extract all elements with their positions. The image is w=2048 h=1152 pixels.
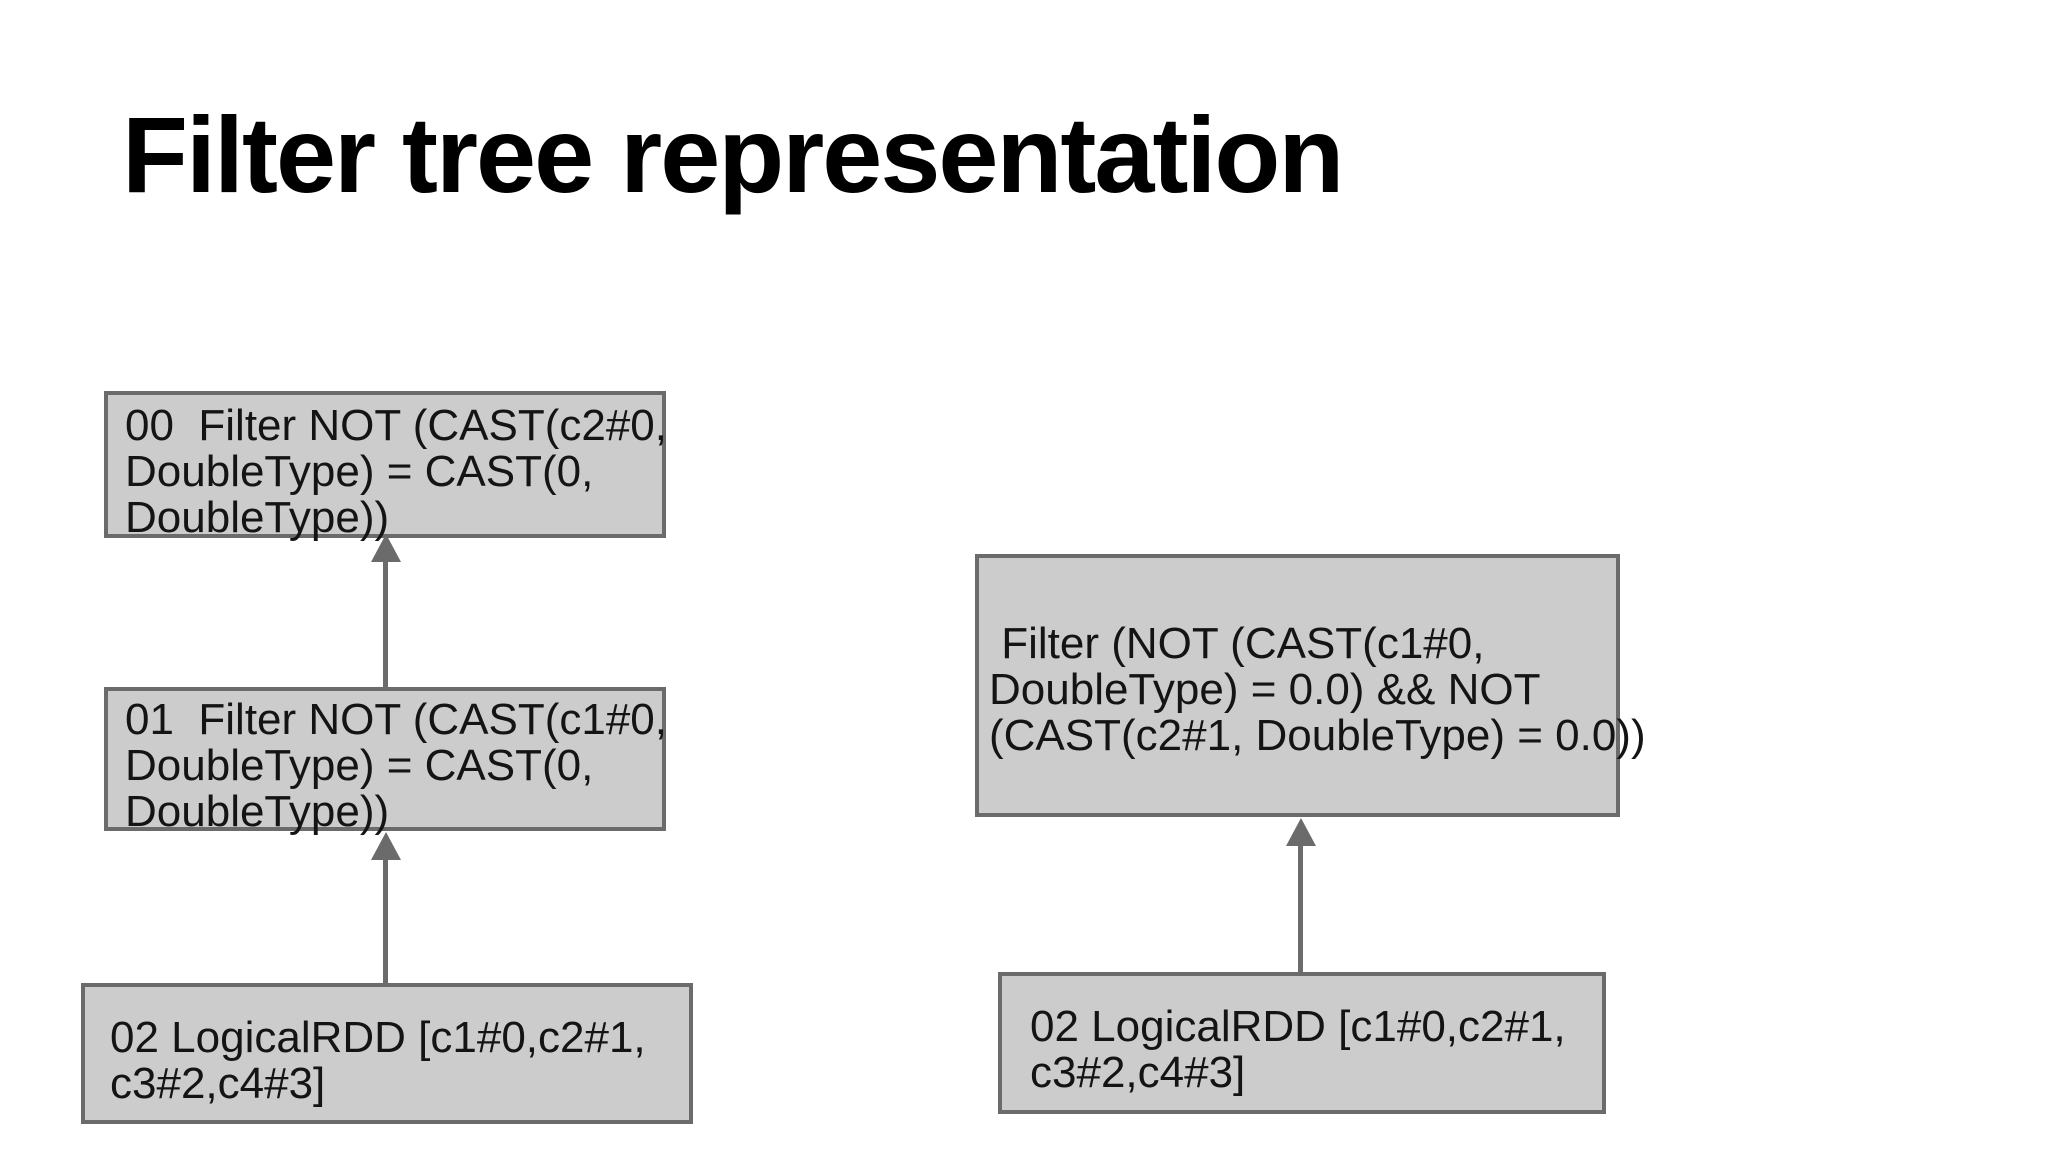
slide-title: Filter tree representation: [122, 94, 1344, 215]
left-tree-node-02: 02 LogicalRDD [c1#0,c2#1, c3#2,c4#3]: [81, 983, 693, 1124]
node-line: DoubleType)): [125, 787, 390, 836]
node-line: DoubleType) = CAST(0,: [125, 741, 594, 790]
node-line: c3#2,c4#3]: [110, 1058, 326, 1108]
arrow-up-icon: [1286, 818, 1316, 973]
node-line: DoubleType) = 0.0) && NOT: [989, 664, 1541, 714]
left-tree-node-01: 01 Filter NOT (CAST(c1#0, DoubleType) = …: [104, 687, 667, 835]
left-tree-node-00: 00 Filter NOT (CAST(c2#0, DoubleType) = …: [104, 391, 667, 542]
node-line: Filter (NOT (CAST(c1#0,: [989, 618, 1485, 668]
arrow-shaft: [1298, 842, 1303, 973]
node-line: DoubleType)): [125, 493, 390, 542]
arrow-head: [1286, 818, 1316, 846]
arrow-up-icon: [371, 832, 401, 983]
arrow-up-icon: [371, 534, 401, 687]
arrow-shaft: [383, 856, 388, 983]
right-tree-node-02: 02 LogicalRDD [c1#0,c2#1, c3#2,c4#3]: [998, 972, 1606, 1114]
arrow-head: [371, 534, 401, 562]
node-line: 02 LogicalRDD [c1#0,c2#1,: [110, 1012, 646, 1062]
node-line: 01 Filter NOT (CAST(c1#0,: [125, 695, 667, 744]
node-line: c3#2,c4#3]: [1030, 1048, 1246, 1097]
node-line: 00 Filter NOT (CAST(c2#0,: [125, 401, 667, 450]
arrow-shaft: [383, 558, 388, 687]
node-line: 02 LogicalRDD [c1#0,c2#1,: [1030, 1002, 1566, 1051]
node-line: DoubleType) = CAST(0,: [125, 447, 594, 496]
node-line: (CAST(c2#1, DoubleType) = 0.0)): [989, 710, 1646, 760]
arrow-head: [371, 832, 401, 860]
right-tree-node-filter: Filter (NOT (CAST(c1#0, DoubleType) = 0.…: [975, 554, 1646, 817]
